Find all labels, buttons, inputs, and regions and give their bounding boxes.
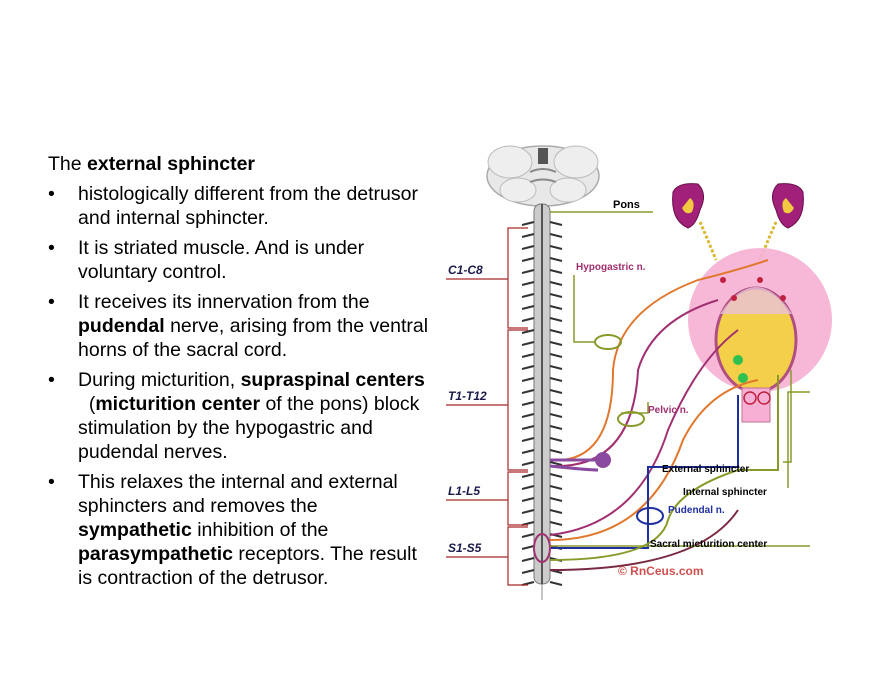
bladder	[688, 248, 832, 423]
intro-line: The external sphincter	[48, 152, 436, 176]
bullet-4-post: of the pons) block stimulation by the hy…	[78, 393, 420, 463]
bullet-4-pre: During micturition,	[78, 369, 241, 391]
bullet-3-pre: It receives its innervation from the	[78, 291, 370, 313]
label-sacral-center: Sacral micturition center	[650, 539, 767, 550]
segment-brackets	[446, 227, 528, 586]
bullet-list: histologically different from the detrus…	[48, 182, 436, 590]
nerve-paths	[533, 259, 779, 571]
bullet-1-text: histologically different from the detrus…	[78, 183, 418, 229]
bullet-4-mid: (	[78, 393, 96, 415]
bullet-4: During micturition, supraspinal centers …	[48, 368, 436, 464]
label-t1t12: T1-T12	[448, 389, 487, 403]
label-c1c8: C1-C8	[448, 263, 483, 277]
bullet-4-bold-1: supraspinal centers	[240, 369, 425, 391]
kidneys	[672, 183, 804, 261]
label-internal-sphincter: Internal sphincter	[683, 487, 767, 498]
bullet-3: It receives its innervation from the pud…	[48, 290, 436, 362]
label-external-sphincter: External sphincter	[662, 464, 749, 475]
bullet-1: histologically different from the detrus…	[48, 182, 436, 230]
bullet-5-bold-2: parasympathetic	[78, 543, 233, 565]
bullet-5-post: receptors. The result is contraction of …	[78, 543, 417, 589]
bullet-5-pre: This relaxes the internal and external s…	[78, 471, 398, 517]
bullet-5: This relaxes the internal and external s…	[48, 470, 436, 590]
label-hypogastric: Hypogastric n.	[576, 262, 646, 273]
intro-bold: external sphincter	[87, 153, 256, 175]
label-pudendal: Pudendal n.	[668, 505, 725, 516]
bullet-3-bold: pudendal	[78, 315, 165, 337]
label-pointers	[550, 211, 810, 547]
label-s1s5: S1-S5	[448, 541, 482, 555]
label-pons: Pons	[613, 199, 640, 211]
bullet-4-bold-2: micturition center	[95, 393, 261, 415]
bullet-3-post: nerve, arising from the ventral horns of…	[78, 315, 429, 361]
slide-text: The external sphincter histologically di…	[48, 152, 436, 596]
bullet-2: It is striated muscle. And is under volu…	[48, 236, 436, 284]
micturition-diagram: Pons C1-C8 T1-T12 L1-L5 S1-S5 Hypogastri…	[446, 145, 832, 600]
bullet-5-bold-1: sympathetic	[78, 519, 192, 541]
bullet-2-text: It is striated muscle. And is under volu…	[78, 237, 365, 283]
spinal-cord	[533, 203, 551, 600]
copyright-text: © RnCeus.com	[618, 564, 704, 578]
label-pelvic: Pelvic n.	[648, 405, 689, 416]
bullet-5-mid: inhibition of the	[191, 519, 329, 541]
brain-image	[486, 145, 600, 207]
label-l1l5: L1-L5	[448, 484, 480, 498]
intro-prefix: The	[48, 153, 88, 175]
